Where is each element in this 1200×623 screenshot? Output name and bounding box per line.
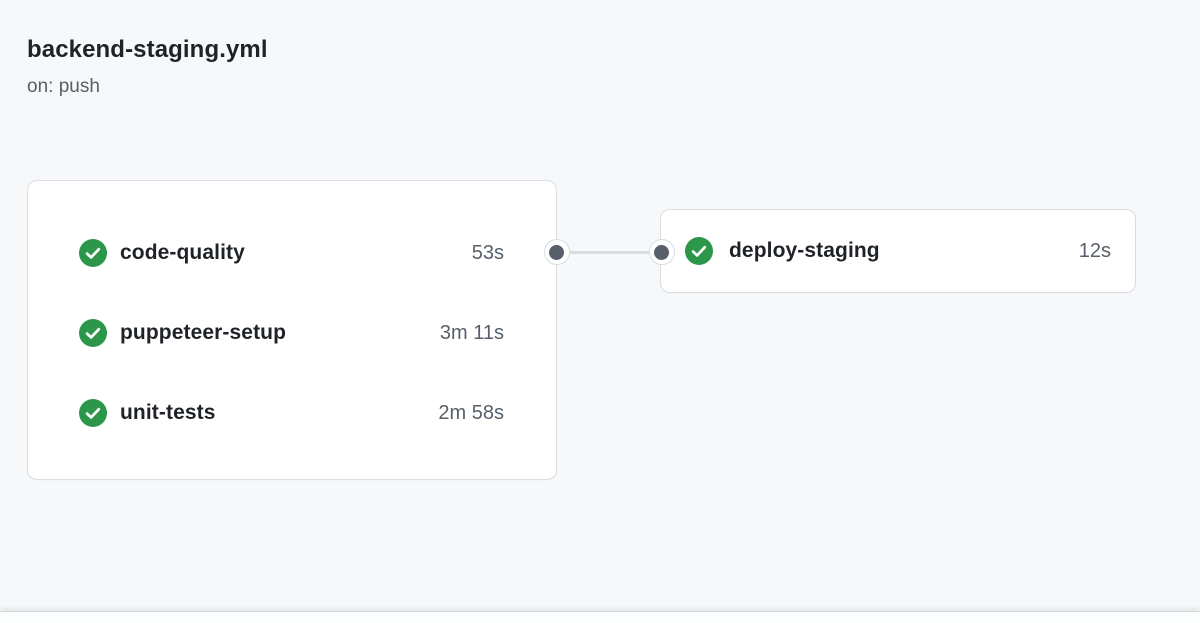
check-circle-icon xyxy=(685,237,713,265)
workflow-title: backend-staging.yml xyxy=(27,36,268,63)
check-circle-icon xyxy=(79,399,107,427)
workflow-trigger: on: push xyxy=(27,76,100,97)
panel-bottom-edge xyxy=(0,611,1200,623)
job-name: puppeteer-setup xyxy=(120,321,287,344)
job-name: deploy-staging xyxy=(729,239,880,262)
job-group-card-1: code-quality 53s puppeteer-setup 3m 11s … xyxy=(27,180,557,480)
connector-line xyxy=(557,251,663,254)
job-row-code-quality[interactable]: code-quality 53s xyxy=(79,239,504,267)
job-duration: 53s xyxy=(471,241,504,264)
job-row-unit-tests[interactable]: unit-tests 2m 58s xyxy=(79,399,504,427)
workflow-header: backend-staging.yml on: push xyxy=(27,36,268,98)
job-duration: 12s xyxy=(1078,239,1111,262)
check-circle-icon xyxy=(79,319,107,347)
connector-in-dot xyxy=(654,245,669,260)
job-duration: 2m 58s xyxy=(438,401,504,424)
job-name: unit-tests xyxy=(120,401,216,424)
job-duration: 3m 11s xyxy=(439,321,504,344)
job-group-card-2: deploy-staging 12s xyxy=(660,209,1136,293)
job-row-puppeteer-setup[interactable]: puppeteer-setup 3m 11s xyxy=(79,319,504,347)
check-circle-icon xyxy=(79,239,107,267)
connector-out-dot xyxy=(549,245,564,260)
job-row-deploy-staging[interactable]: deploy-staging 12s xyxy=(685,237,1111,265)
job-name: code-quality xyxy=(120,241,245,264)
connector-out-port xyxy=(544,239,570,265)
